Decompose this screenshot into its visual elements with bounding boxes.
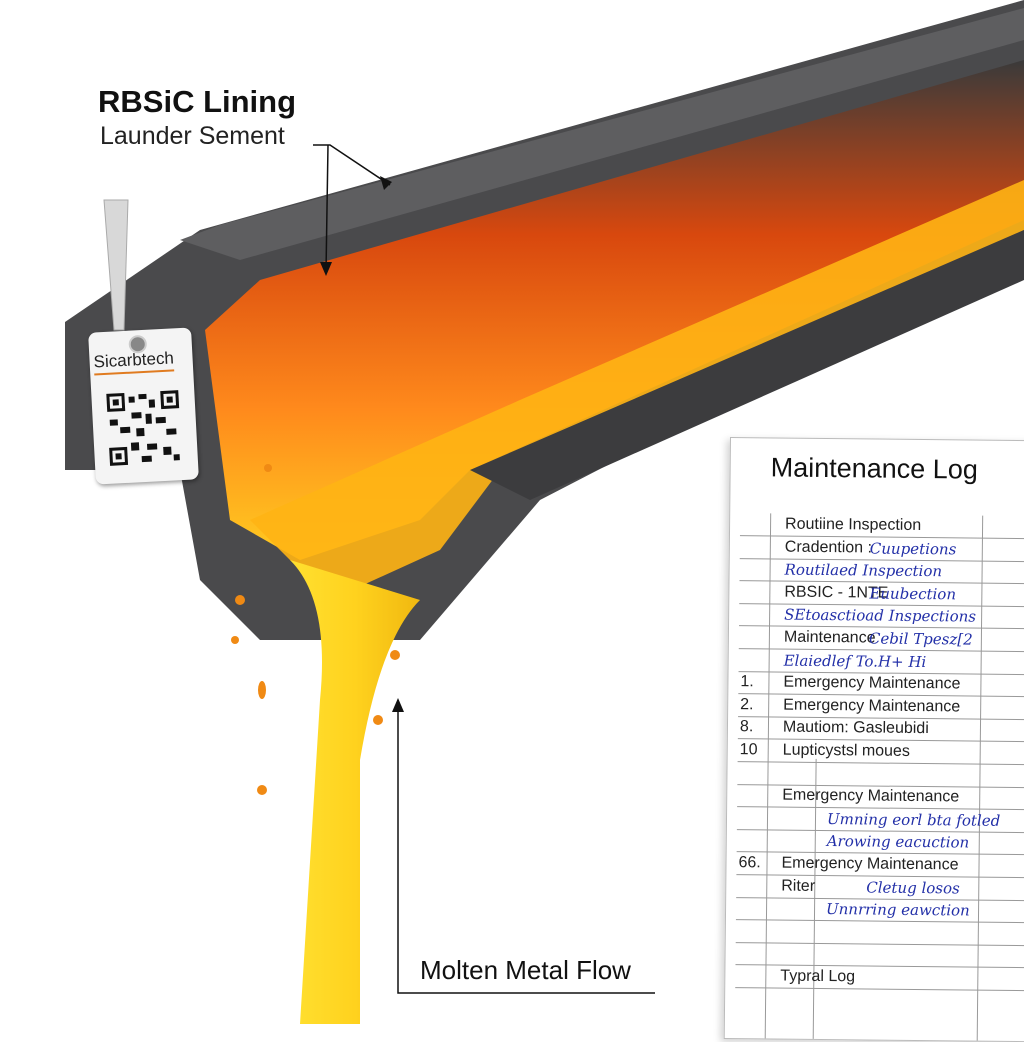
flow-label: Molten Metal Flow xyxy=(420,955,631,985)
log-row: Typral Log xyxy=(735,965,1024,992)
tag-brand: Sicarbtech xyxy=(93,348,175,376)
row-number: 8. xyxy=(739,718,754,736)
label-leader-line xyxy=(313,144,391,186)
row-text: Emergency Maintenance xyxy=(782,786,960,806)
handwritten-note: Euubection xyxy=(869,584,957,604)
handwritten-note: Elaiedlef To.H+ Hi xyxy=(783,651,927,671)
lining-title: RBSiC Lining xyxy=(98,84,297,119)
inner-lining xyxy=(205,60,1024,560)
arrow-head xyxy=(392,698,404,712)
handwritten-note: SEtoasctioad Inspections xyxy=(784,605,977,626)
row-number: 2. xyxy=(740,695,754,714)
row-number: 10 xyxy=(739,741,758,759)
row-text: Lupticystsl moues xyxy=(782,741,910,760)
segment-label: Launder Sement xyxy=(100,122,285,150)
row-text: Emergency Maintenance xyxy=(783,673,961,693)
label-arrow xyxy=(325,144,329,273)
molten-metal-channel xyxy=(250,180,1024,600)
molten-metal-stream xyxy=(290,560,420,1024)
row-number: 66. xyxy=(738,854,761,872)
handwritten-note: Arowing eacuction xyxy=(826,832,970,852)
row-text: Emergency Maintenance xyxy=(781,854,959,874)
product-tag: Sicarbtech xyxy=(88,327,199,485)
launder-side-wall xyxy=(470,230,1024,500)
handwritten-note: Cletug losos xyxy=(866,878,960,898)
row-text: Typral Log xyxy=(780,967,856,986)
row-text: Routiine Inspection xyxy=(785,515,922,535)
launder-top-edge xyxy=(180,8,1024,260)
flow-leader-line xyxy=(397,700,655,994)
row-text: Emergency Maintenance xyxy=(783,696,961,716)
arrow-head xyxy=(380,176,392,190)
row-text: Maintenance xyxy=(783,628,876,647)
row-text: Mautiom: Gasleubidi xyxy=(782,718,929,738)
log-title: Maintenance Log xyxy=(770,452,978,485)
handwritten-note: Umning eorl bta fotled xyxy=(826,809,1001,830)
row-text: Riter xyxy=(781,877,816,895)
handwritten-note: Routilaed Inspection xyxy=(784,560,943,581)
row-number: 1. xyxy=(740,673,754,691)
qr-code-icon xyxy=(104,388,185,468)
handwritten-note: Cebil Tpesz[2 xyxy=(868,629,973,649)
arrow-head xyxy=(320,262,332,276)
handwritten-note: Cuupetions xyxy=(869,539,957,558)
handwritten-note: Unnrring eawction xyxy=(825,900,970,920)
row-text: Cradention : xyxy=(784,538,873,557)
splash-droplets xyxy=(231,464,400,795)
